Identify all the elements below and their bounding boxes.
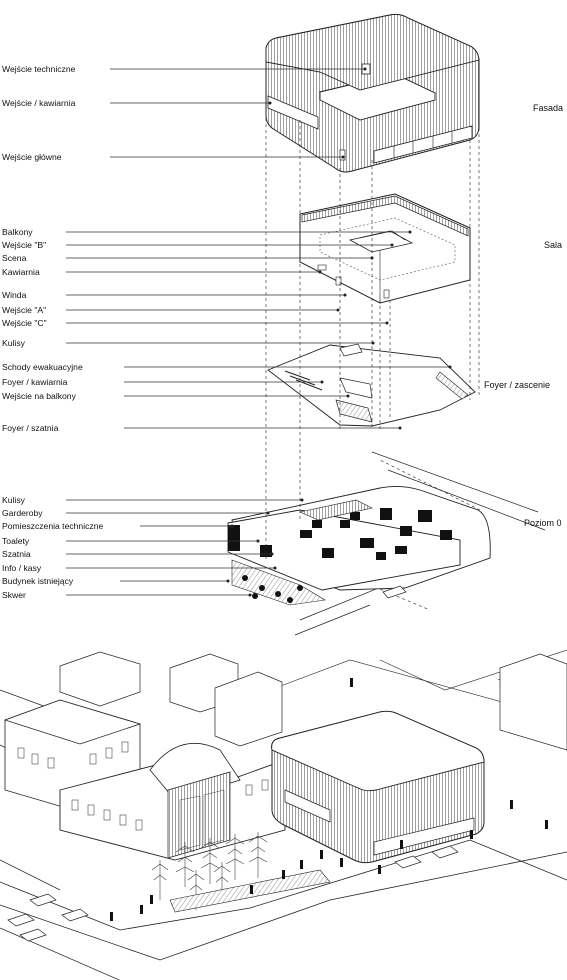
label-budynek-istniejacy: Budynek istniejący [2, 576, 74, 586]
level-label-foyer: Foyer / zascenie [484, 380, 551, 390]
ground-level [227, 451, 546, 636]
label-kulisy-poziom0: Kulisy [2, 495, 25, 505]
label-toalety: Toalety [2, 536, 30, 546]
label-info-kasy: Info / kasy [2, 563, 42, 573]
label-scena: Scena [2, 253, 27, 263]
foyer-level [267, 343, 476, 427]
label-wejscie-b: Wejście "B" [2, 240, 47, 250]
axonometric-view [0, 649, 567, 980]
label-winda: Winda [2, 290, 27, 300]
label-schody-ewakuacyjne: Schody ewakuacyjne [2, 362, 83, 372]
level-label-sala: Sala [544, 240, 563, 250]
label-garderoby: Garderoby [2, 508, 43, 518]
label-wejscie-kawiarnia: Wejście / kawiarnia [2, 98, 76, 108]
label-wejscie-glowne: Wejście główne [2, 152, 62, 162]
fasada-block [265, 13, 480, 173]
label-foyer-kawiarnia: Foyer / kawiarnia [2, 377, 68, 387]
label-wejscie-techniczne: Wejście techniczne [2, 64, 76, 74]
sala-block [299, 193, 471, 304]
label-balkony: Balkony [2, 227, 33, 237]
label-pomieszczenia-techniczne: Pomieszczenia techniczne [2, 521, 104, 531]
level-label-fasada: Fasada [533, 103, 564, 113]
label-skwer: Skwer [2, 590, 26, 600]
leader-lines [66, 67, 452, 597]
label-wejscie-na-balkony: Wejście na balkony [2, 391, 76, 401]
label-szatnia: Szatnia [2, 549, 31, 559]
label-wejscie-c: Wejście "C" [2, 318, 47, 328]
label-foyer-szatnia: Foyer / szatnia [2, 423, 59, 433]
label-wejscie-a: Wejście "A" [2, 305, 47, 315]
projection-lines [265, 100, 480, 560]
label-kawiarnia: Kawiarnia [2, 267, 40, 277]
level-label-poziom0: Poziom 0 [524, 518, 562, 528]
label-kulisy-sala: Kulisy [2, 338, 25, 348]
